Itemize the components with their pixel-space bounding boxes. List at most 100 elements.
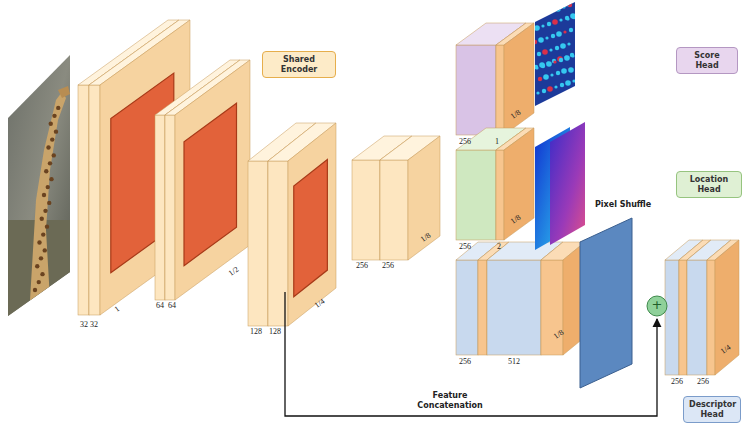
- score-speck: [547, 22, 551, 26]
- slab-front: [380, 160, 408, 260]
- score-speck: [544, 11, 547, 14]
- score-speck: [539, 62, 545, 68]
- score-speck: [537, 52, 541, 56]
- score-speck: [533, 40, 537, 44]
- photo-content: [8, 86, 72, 320]
- score-speck: [569, 28, 573, 32]
- dimension-label: 32: [90, 321, 98, 329]
- score-map-texture: [533, 0, 576, 106]
- dimension-label: 256: [671, 378, 683, 386]
- score-speck: [535, 66, 538, 69]
- slab-side: [175, 60, 250, 300]
- sum-circle: [647, 296, 667, 316]
- kernel-square: [184, 103, 237, 265]
- slab-front: [352, 160, 380, 260]
- slab-front: [478, 260, 487, 355]
- location-map-y: [550, 122, 585, 245]
- score-speck: [559, 58, 563, 62]
- dimension-label: 1: [495, 138, 499, 146]
- score-speck: [556, 31, 562, 37]
- score-speck: [555, 6, 558, 9]
- slab-front: [456, 260, 478, 355]
- score-speck: [545, 36, 548, 39]
- score-speck: [557, 56, 563, 62]
- dimension-label: 256: [459, 243, 471, 251]
- score-speck: [567, 42, 570, 45]
- score-speck: [551, 98, 557, 104]
- score-speck: [534, 65, 538, 69]
- score-speck: [552, 59, 556, 63]
- giraffe-spot: [43, 209, 47, 213]
- slab-side: [288, 123, 336, 326]
- giraffe-spot: [40, 272, 44, 276]
- slab-front: [456, 45, 496, 135]
- conv-block: [665, 240, 739, 375]
- dimension-label: 256: [459, 358, 471, 366]
- dimension-label: 64: [156, 302, 164, 310]
- score-speck: [548, 7, 554, 13]
- slab-front: [707, 260, 715, 375]
- annotation-label: Pixel Shuffle: [595, 201, 651, 209]
- giraffe-spot: [45, 224, 49, 228]
- score-speck: [551, 34, 555, 38]
- dimension-label: 2: [497, 243, 501, 251]
- score-speck: [564, 95, 568, 99]
- head-label-box: Location Head: [676, 171, 742, 198]
- dimension-label: 256: [697, 378, 709, 386]
- annotation-label: Feature Concatenation: [412, 391, 488, 410]
- slab-front: [496, 150, 504, 240]
- score-speck: [541, 24, 544, 27]
- slab-front: [155, 115, 165, 300]
- slab-front: [541, 260, 563, 355]
- score-speck: [541, 64, 545, 68]
- dimension-label: 64: [168, 302, 176, 310]
- score-map: [535, 2, 575, 106]
- head-label-box: Descriptor Head: [683, 396, 741, 423]
- giraffe-spot: [37, 240, 41, 244]
- slab-front: [496, 45, 504, 135]
- score-speck: [566, 1, 572, 7]
- score-speck: [560, 43, 566, 49]
- giraffe-spot: [37, 280, 41, 284]
- giraffe-spot: [50, 137, 54, 141]
- score-speck: [565, 80, 571, 86]
- score-speck: [533, 0, 536, 3]
- slab-front: [89, 85, 100, 315]
- conv-block: [456, 242, 585, 355]
- slab-side: [504, 128, 534, 240]
- dimension-label: 128: [269, 328, 281, 336]
- score-speck: [566, 17, 569, 20]
- skip-connection: [285, 292, 657, 416]
- score-speck: [559, 18, 562, 21]
- giraffe-photo: [8, 55, 72, 320]
- conv-block: [456, 23, 534, 135]
- score-speck: [543, 74, 549, 80]
- score-speck: [568, 3, 572, 7]
- score-speck: [533, 0, 539, 6]
- dimension-label: 512: [508, 358, 520, 366]
- score-speck: [561, 68, 567, 74]
- dimension-label: 128: [250, 328, 262, 336]
- slab-front: [487, 260, 541, 355]
- dimension-label: 1/4: [313, 298, 326, 310]
- giraffe-spot: [54, 129, 58, 133]
- score-speck: [543, 10, 547, 14]
- feature-maps: [533, 0, 632, 388]
- sum-sign: +: [647, 298, 667, 311]
- score-speck: [570, 13, 576, 19]
- dimension-label: 256: [382, 262, 394, 270]
- score-speck: [565, 16, 569, 20]
- slab-front: [687, 260, 707, 375]
- conv-block: [78, 20, 190, 315]
- score-speck: [558, 97, 561, 100]
- score-speck: [536, 91, 539, 94]
- box-title: Descriptor Head: [689, 400, 735, 419]
- slab-side: [408, 136, 440, 260]
- slab-front: [165, 115, 175, 300]
- giraffe-spot: [44, 169, 48, 173]
- giraffe-spot: [35, 264, 39, 268]
- conv-block: [456, 128, 534, 240]
- score-speck: [560, 83, 564, 87]
- head-label-box: Score Head: [676, 47, 738, 74]
- giraffe-spot: [42, 193, 46, 197]
